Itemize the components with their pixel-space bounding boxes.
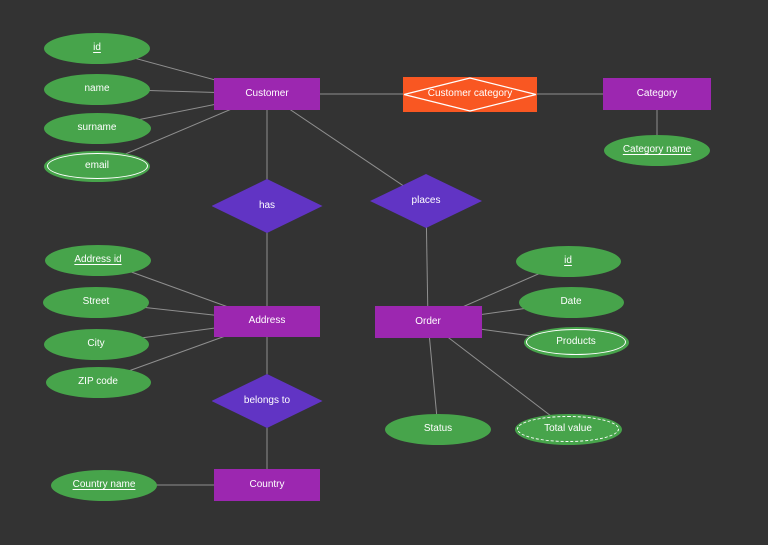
edge-entity-order--attribute-order-total-value [427, 321, 569, 430]
attribute-customer-email-label: email [85, 160, 109, 171]
entity-category-label: Category [636, 88, 678, 99]
entity-customer[interactable]: Customer [214, 78, 320, 110]
attribute-address-id[interactable]: Address id [45, 244, 151, 276]
entity-country-label: Country [249, 479, 285, 490]
attribute-country-name-label: Country name [72, 479, 136, 490]
attribute-customer-id-label: id [93, 42, 101, 53]
entity-address-label: Address [248, 315, 286, 326]
relationship-customer-category[interactable]: Customer category [403, 76, 537, 112]
attribute-order-total-value-label: Total value [544, 423, 592, 434]
entity-customer-label: Customer [245, 88, 289, 99]
attribute-address-id-label: Address id [74, 254, 122, 265]
attribute-customer-surname[interactable]: surname [43, 112, 151, 144]
entity-order-label: Order [415, 316, 441, 327]
attribute-street-label: Street [82, 296, 110, 307]
attribute-street[interactable]: Street [43, 286, 149, 318]
attribute-order-status-label: Status [423, 423, 453, 434]
entity-category[interactable]: Category [603, 78, 711, 110]
attribute-customer-name-label: name [84, 83, 110, 94]
attribute-customer-name[interactable]: name [44, 73, 150, 105]
attribute-city-label: City [87, 338, 105, 349]
attribute-country-name[interactable]: Country name [51, 469, 157, 501]
entity-country[interactable]: Country [214, 469, 320, 501]
relationship-belongs-to-label: belongs to [243, 395, 291, 406]
attribute-city[interactable]: City [43, 328, 149, 360]
entity-address[interactable]: Address [214, 305, 320, 337]
relationship-has-label: has [258, 200, 276, 211]
edge-entity-order--attribute-order-status [427, 321, 439, 430]
attribute-category-name-label: Category name [622, 144, 692, 155]
attribute-order-date-label: Date [560, 296, 582, 307]
attribute-order-products[interactable]: Products [523, 326, 629, 358]
relationship-customer-category-label: Customer category [427, 88, 513, 99]
attribute-customer-email[interactable]: email [44, 150, 150, 182]
attribute-order-id-label: id [564, 255, 572, 266]
attribute-customer-id[interactable]: id [44, 32, 150, 64]
edge-entity-customer--relationship-places [266, 93, 427, 202]
attribute-order-status[interactable]: Status [385, 413, 491, 445]
attribute-zip-code-label: ZIP code [78, 376, 118, 387]
entity-order[interactable]: Order [374, 306, 482, 338]
attribute-order-id[interactable]: id [515, 245, 621, 277]
attribute-order-date[interactable]: Date [518, 286, 624, 318]
attribute-category-name[interactable]: Category name [604, 134, 710, 166]
attribute-order-products-label: Products [556, 336, 596, 347]
attribute-order-total-value[interactable]: Total value [514, 413, 622, 445]
attribute-customer-surname-label: surname [77, 122, 117, 133]
attribute-zip-code[interactable]: ZIP code [45, 366, 151, 398]
relationship-places-label: places [411, 195, 441, 206]
